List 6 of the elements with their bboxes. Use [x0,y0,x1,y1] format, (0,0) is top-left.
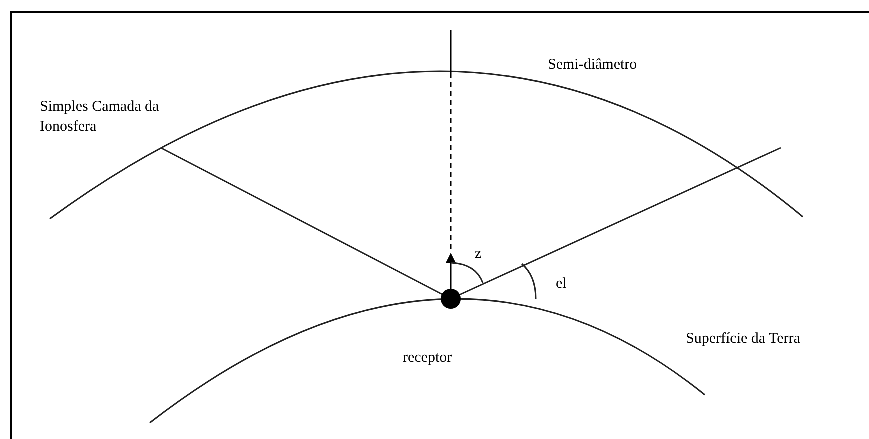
diagram-label: Semi-diâmetro [548,56,638,75]
diagram-label: el [556,275,567,294]
receiver-label: receptor [403,349,452,368]
diagram-label: Simples Camada da Ionosfera [40,98,160,137]
diagram-label: z [475,245,482,264]
diagram-label: Superfície da Terra [686,330,800,349]
